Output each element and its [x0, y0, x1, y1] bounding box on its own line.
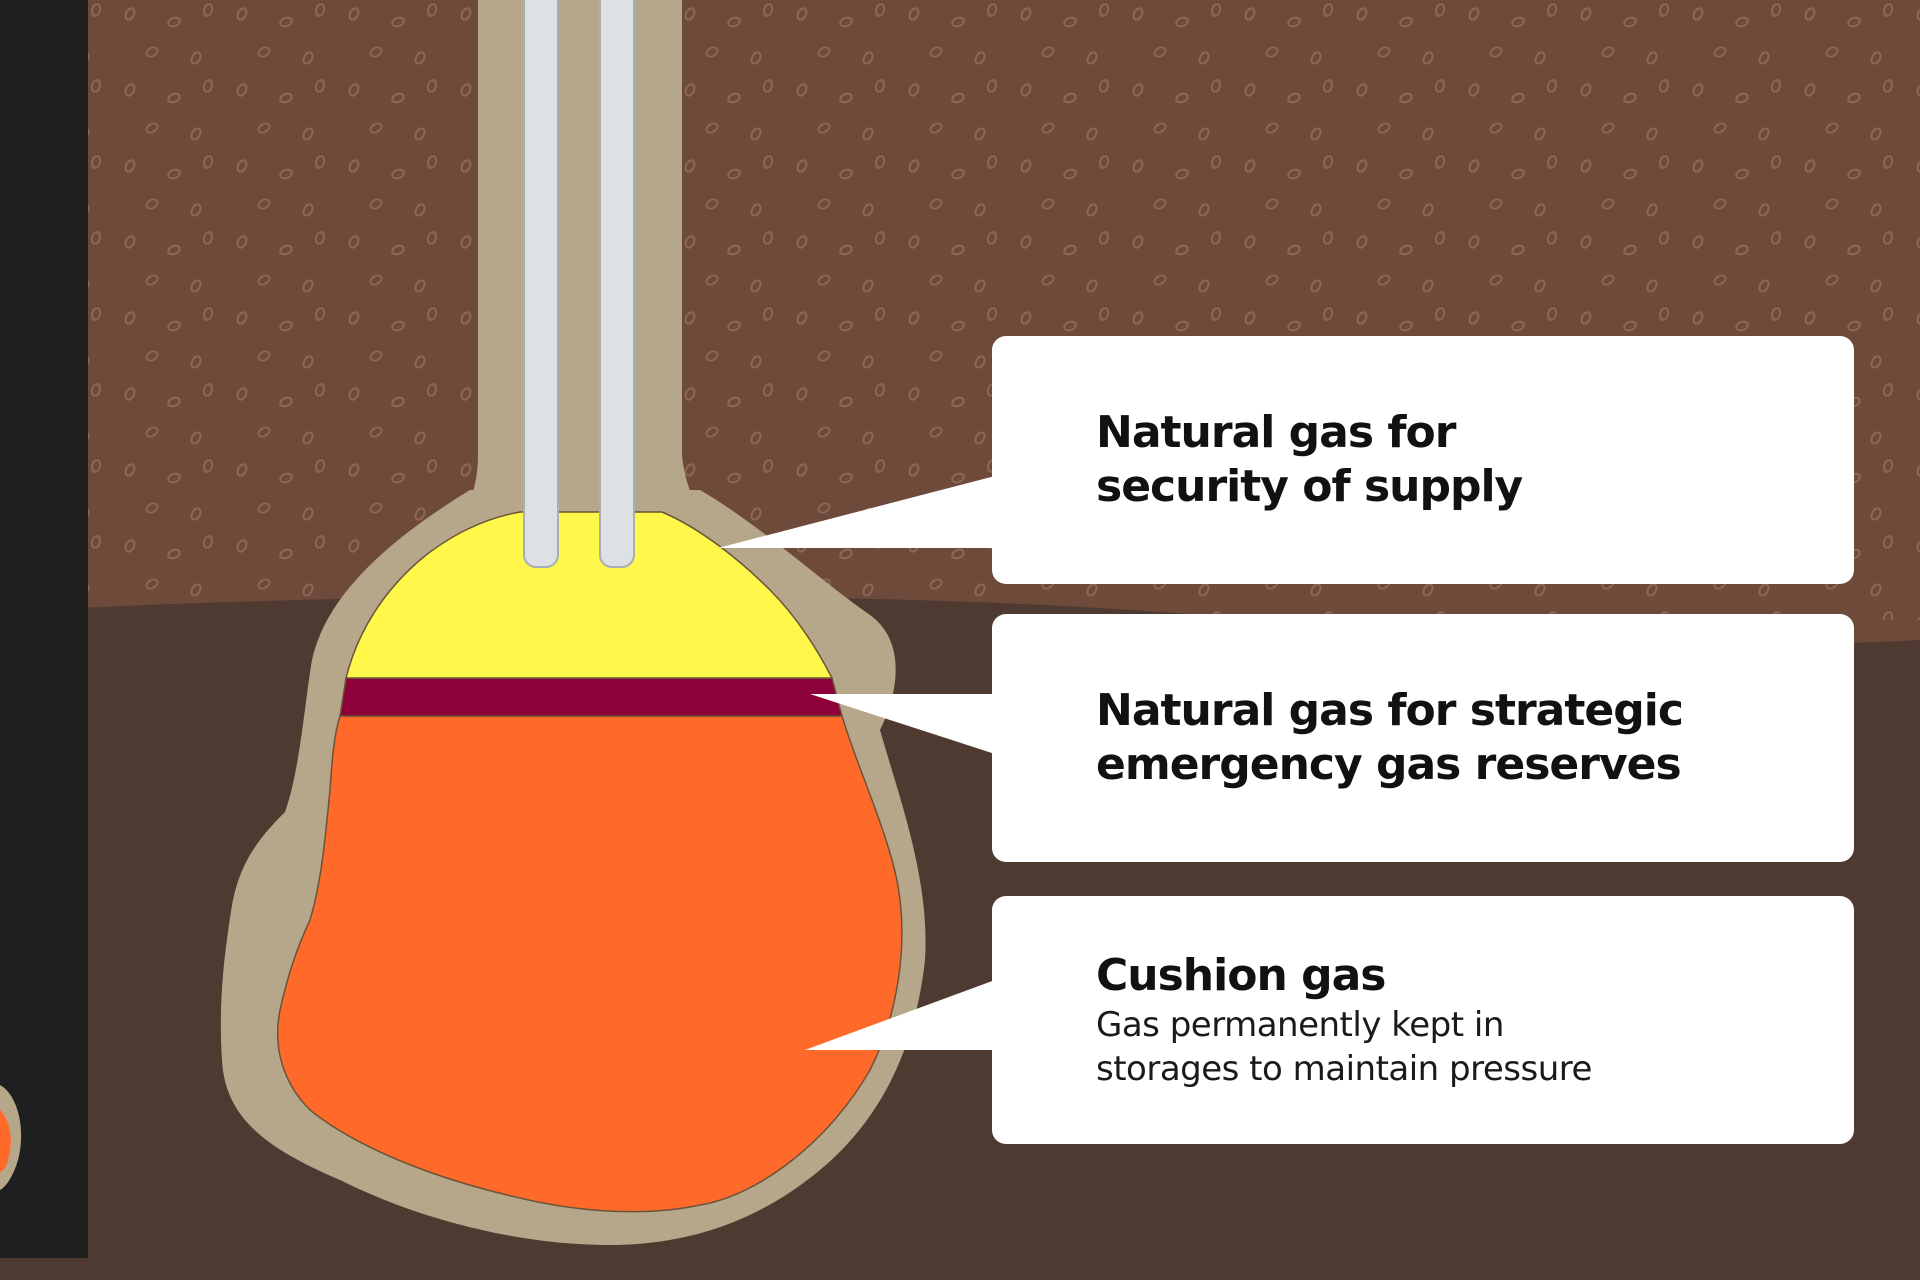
callout-strategic-gas: Natural gas for strategic emergency gas …: [992, 614, 1854, 862]
callout-description: Gas permanently kept in storages to main…: [1096, 1005, 1592, 1089]
pointer-security-gas: [718, 476, 995, 548]
callout-security-gas: Natural gas for security of supply: [992, 336, 1854, 584]
callout-title: Cushion gas: [1096, 950, 1386, 1001]
pipe-right: [599, 0, 635, 568]
left-dark-panel: [0, 0, 88, 1258]
callout-cushion-gas: Cushion gas Gas permanently kept in stor…: [992, 896, 1854, 1144]
callout-title: Natural gas for security of supply: [1096, 407, 1523, 512]
wellbore-shaft: [440, 0, 730, 545]
pointer-cushion-gas: [805, 980, 995, 1050]
edge-cavern-fill: [0, 1110, 11, 1172]
cushion-gas-zone: [276, 715, 903, 1213]
pointer-strategic-gas: [810, 694, 995, 754]
pipe-left: [523, 0, 559, 568]
strategic-gas-zone: [339, 677, 843, 717]
callout-title: Natural gas for strategic emergency gas …: [1096, 685, 1684, 790]
security-gas-zone: [345, 511, 834, 679]
